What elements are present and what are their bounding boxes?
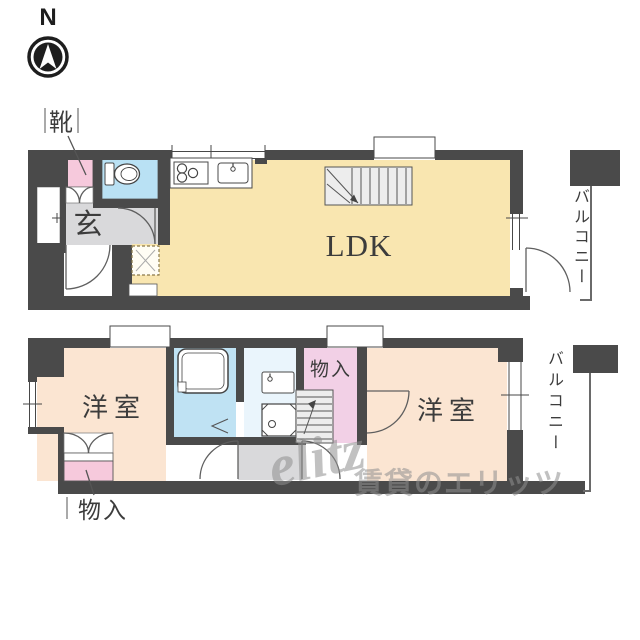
shoe-cabinet-label: 靴	[49, 110, 73, 137]
floor2-walls	[28, 338, 618, 494]
wall-notch	[128, 283, 158, 297]
bath-door-marker	[210, 418, 229, 434]
kitchen-counter	[169, 157, 253, 189]
stairs-icon	[295, 389, 334, 444]
balcony-outline	[583, 373, 591, 492]
balcony-label-floor2: バルコニー	[545, 350, 562, 455]
sink-icon	[217, 162, 249, 184]
stove-icon	[173, 161, 209, 185]
bay-window	[373, 136, 436, 159]
watermark-text: 賃貸のエリッツ	[354, 468, 565, 500]
closet-bottom	[63, 432, 114, 482]
hall-lower	[238, 443, 302, 480]
bedroom-right-label: 洋室	[416, 396, 482, 426]
ldk-label: LDK	[325, 228, 393, 263]
storage-mid	[304, 348, 357, 390]
hall-right-door	[301, 440, 341, 480]
floor1-walls	[28, 150, 620, 310]
floor-hatch-icon	[131, 245, 160, 276]
north-compass-icon	[27, 36, 69, 78]
closet-mid-label: 物入	[309, 359, 353, 381]
balcony-label-floor1: バルコニー	[571, 188, 588, 288]
bathtub-icon	[177, 348, 229, 394]
bedroom-left-label: 洋室	[81, 393, 147, 423]
north-label: N	[39, 4, 57, 31]
shoe-cabinet-doors	[65, 186, 94, 204]
washbasin-icon	[261, 371, 295, 394]
balcony-outline	[580, 186, 592, 301]
stairs-icon	[324, 166, 413, 206]
toilet-icon	[104, 162, 141, 186]
floor2-windows	[23, 325, 529, 430]
floor1-windows	[52, 136, 528, 250]
entrance-label: 玄	[73, 209, 103, 241]
balcony-door	[525, 247, 571, 293]
bay-window	[109, 325, 171, 348]
bedroom-right	[367, 348, 507, 481]
entrance-door	[65, 244, 111, 290]
shoe-label-marks	[44, 108, 87, 176]
floor1-plan	[28, 108, 620, 310]
closet-bottom-label: 物入	[78, 498, 128, 523]
floor2-plan	[23, 325, 618, 519]
bedroom-right-door	[366, 390, 410, 434]
closet-label-marks	[66, 469, 95, 519]
toilet-door	[117, 207, 156, 245]
bay-window	[326, 325, 384, 348]
hall-left-door	[199, 440, 239, 480]
